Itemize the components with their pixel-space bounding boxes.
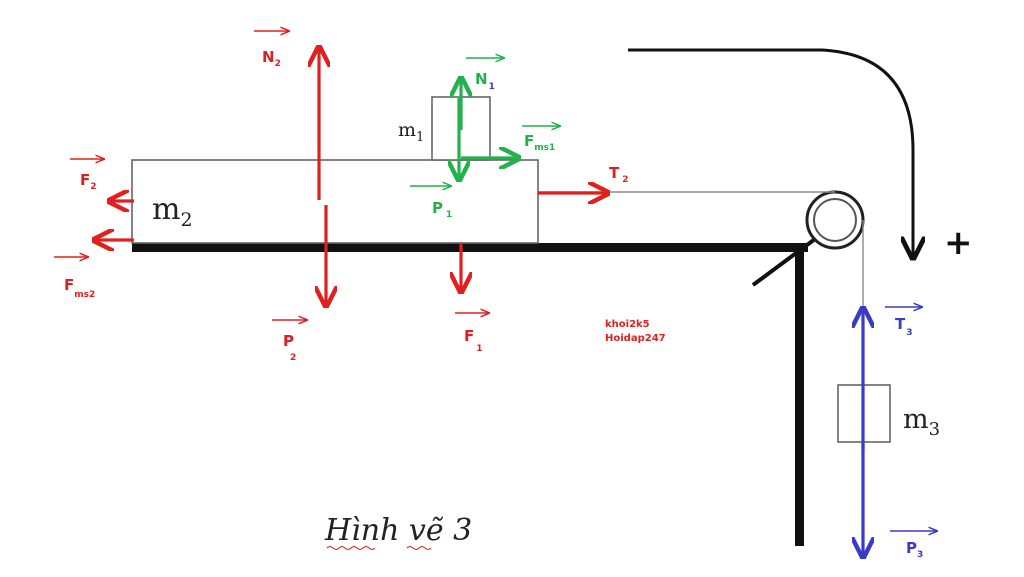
svg-text:P1: P1 — [432, 199, 452, 220]
label-m2: m2 — [152, 192, 193, 231]
label-N2: N2 — [254, 31, 289, 69]
label-m1: m1 — [398, 119, 424, 145]
svg-text:P3: P3 — [906, 539, 923, 560]
watermark-line2: Hoidap247 — [605, 333, 666, 344]
caption-spellcheck-underline — [326, 546, 376, 550]
svg-text:F2: F2 — [80, 171, 97, 192]
svg-text:T3: T3 — [895, 315, 913, 338]
svg-text:Fms2: Fms2 — [64, 276, 95, 300]
label-P3: P3 — [890, 531, 937, 560]
svg-text:F1: F1 — [464, 327, 483, 354]
svg-text:N1: N1 — [475, 70, 495, 92]
positive-direction-curve — [628, 48, 913, 258]
svg-text:N2: N2 — [262, 48, 281, 69]
svg-text:T2: T2 — [609, 164, 629, 185]
label-Fms1: Fms1 — [522, 126, 560, 153]
table-leg — [795, 250, 804, 546]
pulley — [805, 190, 865, 250]
label-Fms2: Fms2 — [54, 257, 95, 300]
label-F2: F2 — [70, 159, 104, 192]
svg-text:Fms1: Fms1 — [524, 132, 555, 153]
caption-spellcheck-underline-2 — [406, 546, 432, 550]
label-N1: N1 — [466, 58, 504, 92]
watermark-line1: khoi2k5 — [605, 319, 650, 330]
table-surface — [132, 243, 808, 252]
svg-text:P2: P2 — [283, 332, 296, 363]
label-T3: T3 — [885, 307, 922, 338]
figure-caption: Hình vẽ 3 — [324, 513, 472, 548]
positive-sign: + — [944, 223, 973, 263]
label-F1: F1 — [455, 313, 489, 354]
block-m2 — [131, 159, 539, 244]
label-m3: m3 — [903, 404, 940, 440]
